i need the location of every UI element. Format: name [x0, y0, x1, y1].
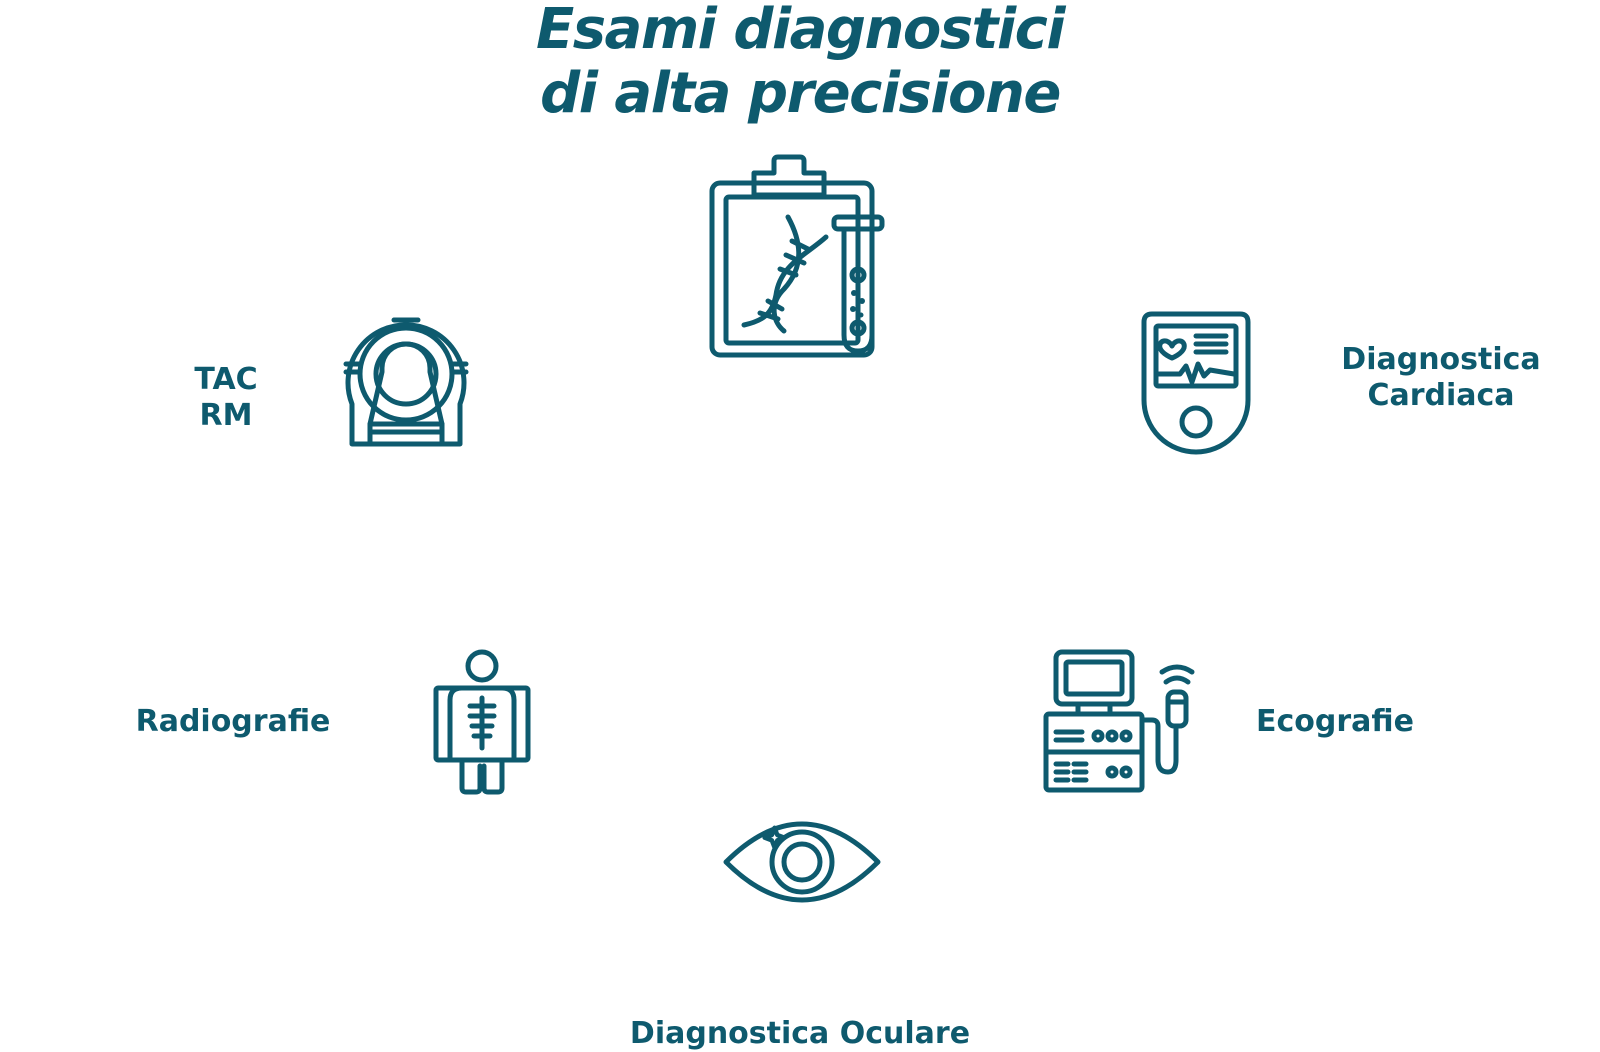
cardiac-label-line-1: Diagnostica [1341, 342, 1541, 377]
heart-monitor-icon [1140, 310, 1252, 456]
tac-label: TAC [194, 362, 258, 397]
eye-icon [722, 816, 882, 908]
cardiac-label-line-2: Cardiaca [1367, 378, 1515, 413]
clipboard-dna-test-tube-icon [708, 154, 898, 365]
rm-label: RM [199, 398, 253, 433]
tac-rm-label: TAC RM [176, 362, 276, 434]
page-title-line-1: Esami diagnostici [535, 0, 1066, 62]
cardiac-label: Diagnostica Cardiaca [1336, 342, 1546, 414]
radiography-label: Radiografie [135, 704, 331, 739]
echo-label: Ecografie [1256, 704, 1414, 739]
ct-scanner-icon [342, 308, 470, 456]
page-title-line-2: di alta precisione [540, 61, 1061, 126]
xray-skeleton-icon [432, 648, 532, 795]
ocular-label: Diagnostica Oculare [629, 1016, 971, 1051]
ultrasound-machine-icon [1042, 648, 1202, 794]
